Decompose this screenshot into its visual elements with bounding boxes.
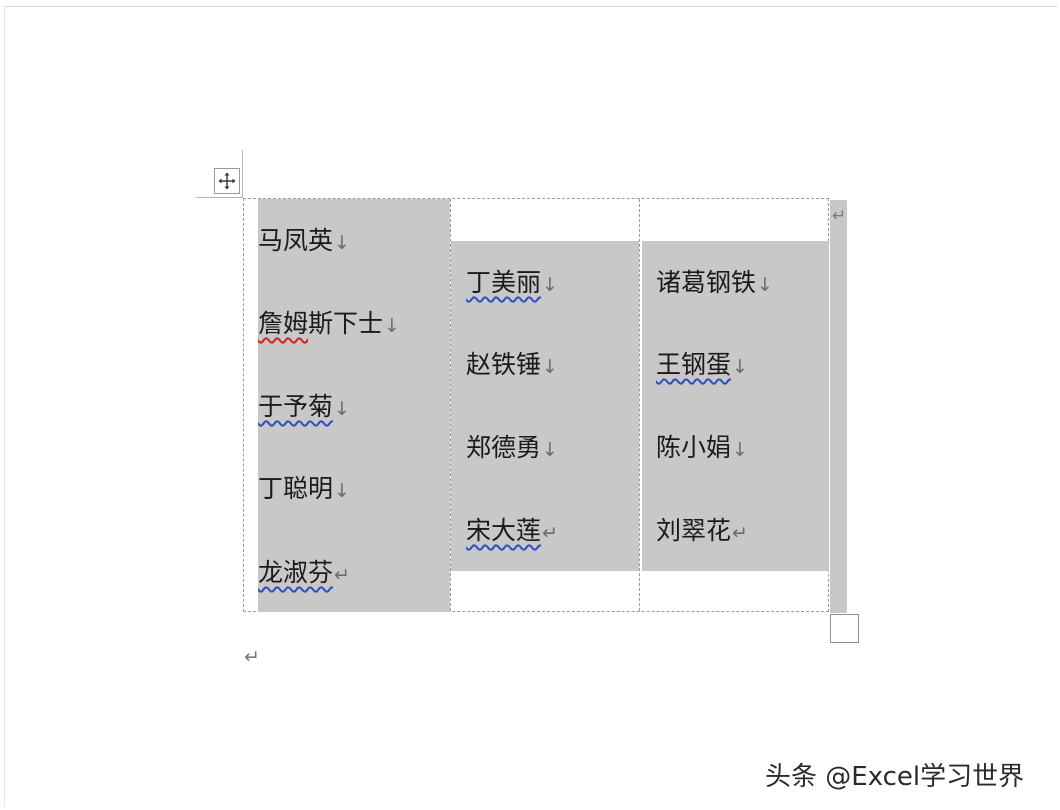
column2-selection <box>451 241 639 571</box>
name-text: 陈小娟 <box>656 433 732 462</box>
paragraph-mark: ↵ <box>334 564 350 586</box>
cell-name[interactable]: 宋大莲↵ <box>466 515 558 549</box>
resize-square-icon[interactable] <box>830 614 859 643</box>
name-text: 诸葛钢铁 <box>656 268 757 297</box>
table-move-handle[interactable] <box>214 168 240 194</box>
name-text: 丁美丽 <box>466 268 542 297</box>
cell-name[interactable]: 郑德勇↓ <box>466 432 558 466</box>
name-text-rest: 斯下士 <box>308 309 384 338</box>
table-corner-guide-horizontal <box>196 197 243 198</box>
name-text: 丁聪明 <box>258 474 334 503</box>
cell-name[interactable]: 丁聪明↓ <box>258 473 350 507</box>
name-text-part: 詹姆 <box>258 309 309 338</box>
table-corner-guide-vertical <box>242 150 243 198</box>
cell-name[interactable]: 马凤英↓ <box>258 225 350 259</box>
cell-name[interactable]: 陈小娟↓ <box>656 432 748 466</box>
line-break-mark: ↓ <box>334 398 350 420</box>
move-arrows-icon <box>218 172 236 190</box>
line-break-mark: ↓ <box>542 274 558 296</box>
line-break-mark: ↓ <box>732 356 748 378</box>
line-break-mark: ↓ <box>334 480 350 502</box>
name-text: 宋大莲 <box>466 516 542 545</box>
line-break-mark: ↓ <box>732 439 748 461</box>
line-break-mark: ↓ <box>542 439 558 461</box>
row-end-selection <box>830 200 847 613</box>
column-divider-1[interactable] <box>450 199 451 611</box>
name-text: 郑德勇 <box>466 433 542 462</box>
cell-name[interactable]: 龙淑芬↵ <box>258 557 350 591</box>
cell-name[interactable]: 于予菊↓ <box>258 391 350 425</box>
name-text: 赵铁锤 <box>466 350 542 379</box>
line-break-mark: ↓ <box>542 356 558 378</box>
name-text: 龙淑芬 <box>258 558 334 587</box>
cell-name[interactable]: 王钢蛋↓ <box>656 349 748 383</box>
line-break-mark: ↓ <box>334 232 350 254</box>
cell-name[interactable]: 诸葛钢铁↓ <box>656 267 773 301</box>
line-break-mark: ↓ <box>384 315 400 337</box>
column1-selection <box>258 199 450 612</box>
name-text: 王钢蛋 <box>656 350 732 379</box>
word-table[interactable]: 马凤英↓ 詹姆斯下士↓ 于予菊↓ 丁聪明↓ 龙淑芬↵ 丁美丽↓ 赵铁锤↓ 郑德勇… <box>243 198 829 612</box>
paragraph-mark: ↵ <box>542 522 558 544</box>
cell-name[interactable]: 刘翠花↵ <box>656 515 748 549</box>
column-divider-2[interactable] <box>639 199 640 611</box>
name-text: 于予菊 <box>258 392 334 421</box>
paragraph-mark: ↵ <box>732 522 748 544</box>
line-break-mark: ↓ <box>757 274 773 296</box>
name-text: 刘翠花 <box>656 516 732 545</box>
paragraph-mark[interactable]: ↵ <box>244 646 260 668</box>
cell-name[interactable]: 赵铁锤↓ <box>466 349 558 383</box>
name-text: 马凤英 <box>258 226 334 255</box>
row-end-mark: ↵ <box>832 206 847 226</box>
cell-name[interactable]: 詹姆斯下士↓ <box>258 308 400 342</box>
column3-selection <box>642 241 829 571</box>
watermark: 头条 @Excel学习世界 <box>765 762 1025 792</box>
cell-name[interactable]: 丁美丽↓ <box>466 267 558 301</box>
